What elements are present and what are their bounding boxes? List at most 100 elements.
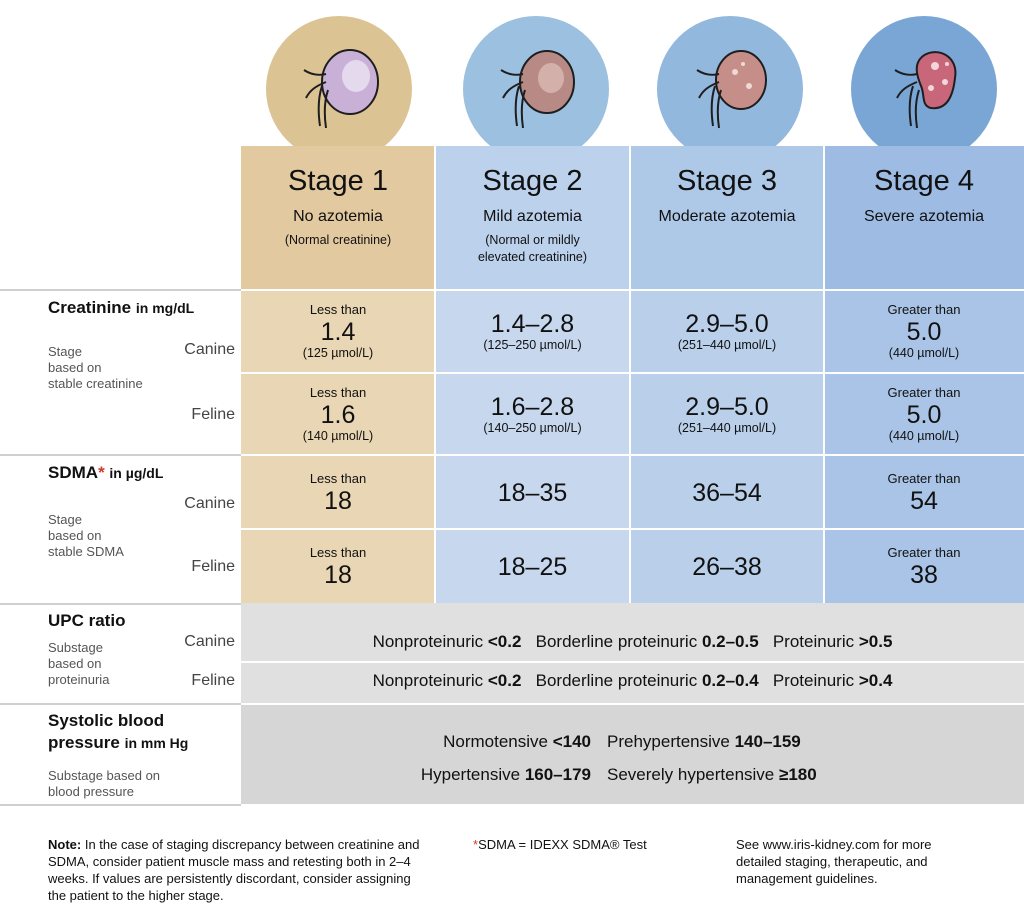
upc-label: Proteinuric (772, 671, 855, 690)
creatinine-canine-stage-3: 2.9–5.0 (251–440 µmol/L) (630, 290, 824, 372)
bp-label: Normotensive (443, 732, 548, 751)
upc-value: 0.2–0.4 (701, 671, 759, 690)
desc-line: based on (48, 656, 102, 671)
cell-value: 18 (324, 560, 352, 589)
cell-value: 1.4 (320, 317, 356, 346)
bp-title-line: pressure (48, 733, 120, 752)
upc-label: Nonproteinuric (372, 632, 484, 651)
sdma-label: SDMA (48, 463, 99, 482)
sdma-feline-stage-3: 26–38 (630, 530, 824, 603)
note-text: In the case of staging discrepancy betwe… (48, 837, 420, 903)
sdma-feline-label: Feline (191, 558, 235, 575)
bp-description: Substage based on blood pressure (48, 768, 160, 800)
desc-line: Stage (48, 512, 82, 527)
desc-line: Stage (48, 344, 82, 359)
bp-value: 160–179 (524, 765, 591, 784)
stage-azotemia: Mild azotemia (483, 208, 582, 225)
creatinine-label: Creatinine (48, 298, 132, 317)
upc-description: Substage based on proteinuria (48, 640, 109, 688)
cell-value: 54 (910, 486, 938, 515)
creatinine-canine-label: Canine (184, 341, 235, 358)
sdma-description: Stage based on stable SDMA (48, 512, 124, 560)
cell-unit: (125 µmol/L) (302, 345, 374, 360)
cell-prefix: Greater than (887, 384, 961, 400)
cell-prefix: Greater than (887, 301, 961, 317)
stage-azotemia: Severe azotemia (863, 208, 985, 225)
upc-ratio-band (241, 603, 1024, 703)
stage-title: Stage 3 (677, 165, 777, 197)
upc-title: UPC ratio (48, 611, 126, 630)
sdma-asterisk: * (98, 463, 105, 482)
sdma-feline-stage-4: Greater than 38 (824, 530, 1024, 603)
moderately-damaged-kidney-icon (696, 50, 767, 129)
bp-label: Severely hypertensive (607, 765, 775, 784)
bp-unit: in mm Hg (124, 735, 189, 751)
cell-unit: (140 µmol/L) (302, 428, 374, 443)
stage-azotemia: Moderate azotemia (658, 208, 796, 225)
stage-2-kidney-illustration (463, 16, 609, 162)
cell-value: 26–38 (692, 552, 762, 581)
sdma-canine-stage-4: Greater than 54 (824, 456, 1024, 529)
sdma-canine-stage-3: 36–54 (630, 456, 824, 529)
cell-value: 18–35 (497, 478, 568, 507)
cell-unit: (440 µmol/L) (888, 428, 960, 443)
cell-unit: (440 µmol/L) (888, 345, 960, 360)
creatinine-feline-stage-1: Less than 1.6 (140 µmol/L) (241, 373, 435, 455)
cell-value: 2.9–5.0 (685, 309, 769, 338)
bp-title: Systolic blood pressure in mm Hg (48, 710, 188, 754)
cell-prefix: Less than (309, 301, 367, 317)
cell-value: 2.9–5.0 (685, 392, 769, 421)
see-more-text: See www.iris-kidney.com for more detaile… (736, 837, 932, 886)
cell-prefix: Greater than (887, 470, 961, 486)
sdma-definition: SDMA = IDEXX SDMA® Test (478, 837, 647, 852)
cell-unit: (251–440 µmol/L) (677, 420, 777, 435)
creatinine-feline-label: Feline (191, 406, 235, 423)
creatinine-feline-stage-4: Greater than 5.0 (440 µmol/L) (824, 373, 1024, 455)
sdma-unit: in µg/dL (109, 465, 164, 481)
cell-unit: (125–250 µmol/L) (483, 337, 582, 352)
sdma-feline-stage-2: 18–25 (435, 530, 630, 603)
stage-title: Stage 1 (288, 165, 388, 197)
upc-value: >0.5 (858, 632, 893, 651)
stage-4-header: Stage 4 Severe azotemia (824, 146, 1024, 227)
stage-1-kidney-illustration (266, 16, 412, 162)
bp-title-line: Systolic blood (48, 711, 165, 730)
desc-line: proteinuria (48, 672, 110, 687)
desc-line: based on (48, 528, 102, 543)
stage-note: (Normal creatinine) (284, 233, 392, 247)
cell-value: 5.0 (906, 317, 942, 346)
sdma-feline-stage-1: Less than 18 (241, 530, 435, 603)
bp-values: Normotensive <140 Prehypertensive 140–15… (241, 732, 1024, 787)
upc-label: Borderline proteinuric (535, 671, 698, 690)
sdma-asterisk: * (473, 837, 479, 852)
upc-canine-label: Canine (184, 633, 235, 650)
cell-value: 36–54 (692, 478, 762, 507)
footer-sdma-definition: *SDMA = IDEXX SDMA® Test (473, 836, 703, 853)
note-label: Note: (48, 837, 82, 852)
upc-value: 0.2–0.5 (701, 632, 759, 651)
stage-4-kidney-illustration (851, 16, 997, 162)
sdma-canine-stage-2: 18–35 (435, 456, 630, 529)
cell-prefix: Less than (309, 470, 367, 486)
cell-value: 1.6–2.8 (490, 392, 575, 421)
cell-value: 1.4–2.8 (490, 309, 575, 338)
blood-pressure-band (241, 705, 1024, 804)
stage-3-header: Stage 3 Moderate azotemia (630, 146, 824, 227)
creatinine-title: Creatinine in mg/dL (48, 297, 194, 319)
footer-note: Note: In the case of staging discrepancy… (48, 836, 428, 904)
cell-unit: (140–250 µmol/L) (483, 420, 582, 435)
upc-value: <0.2 (487, 671, 522, 690)
stage-note: (Normal or mildly elevated creatinine) (477, 233, 588, 264)
creatinine-feline-stage-2: 1.6–2.8 (140–250 µmol/L) (435, 373, 630, 455)
upc-value: >0.4 (858, 671, 893, 690)
cell-value: 38 (910, 560, 938, 589)
stage-1-header: Stage 1 No azotemia (Normal creatinine) (241, 146, 435, 249)
stage-3-kidney-illustration (657, 16, 803, 162)
cell-value: 18–25 (497, 552, 568, 581)
stage-azotemia: No azotemia (293, 208, 383, 225)
bp-value: ≥180 (779, 765, 817, 784)
creatinine-unit: in mg/dL (135, 300, 195, 316)
creatinine-description: Stage based on stable creatinine (48, 344, 143, 392)
stage-title: Stage 2 (482, 165, 583, 197)
upc-feline-label: Feline (191, 672, 235, 689)
